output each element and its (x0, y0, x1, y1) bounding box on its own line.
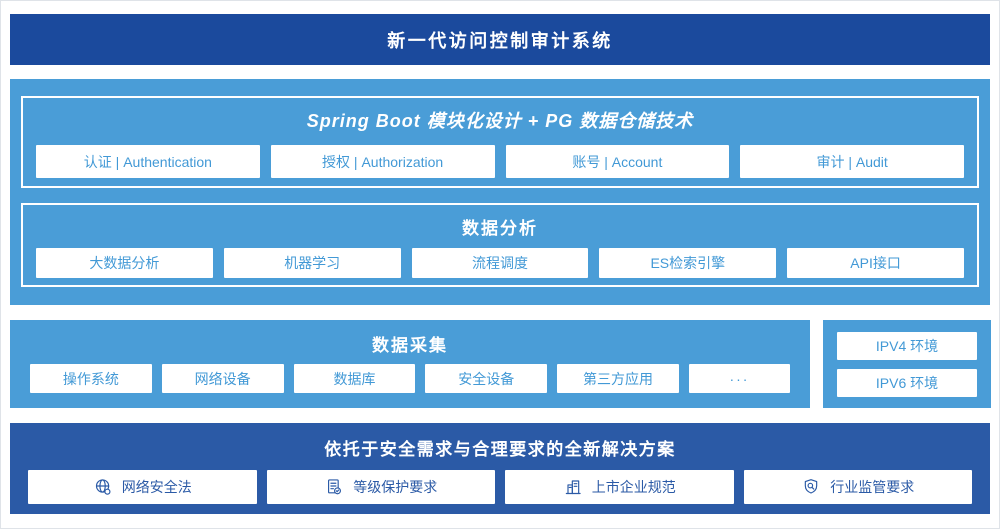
modules-row: 认证 | Authentication 授权 | Authorization 账… (23, 145, 977, 178)
page-title: 新一代访问控制审计系统 (10, 14, 990, 65)
solution-item-classified-protection: 等级保护要求 (266, 470, 495, 504)
source-more: ··· (688, 364, 790, 393)
source-database: 数据库 (293, 364, 416, 393)
analysis-group: 数据分析 大数据分析 机器学习 流程调度 ES检索引擎 API接口 (21, 203, 979, 287)
source-network-device: 网络设备 (161, 364, 284, 393)
solution-row: 网络安全法 等级保护要求 (10, 470, 990, 504)
module-audit: 审计 | Audit (740, 145, 964, 178)
collection-title: 数据采集 (372, 336, 448, 355)
solution-item-label: 行业监管要求 (830, 479, 915, 495)
analysis-workflow: 流程调度 (411, 248, 589, 278)
source-third-party: 第三方应用 (557, 364, 679, 393)
analysis-api: API接口 (787, 248, 964, 278)
solution-item-label: 等级保护要求 (353, 479, 438, 495)
collection-section: 数据采集 操作系统 网络设备 数据库 安全设备 第三方应用 ··· (10, 320, 810, 408)
module-authorization: 授权 | Authorization (270, 145, 495, 178)
solution-item-listed-company: 上市企业规范 (505, 470, 734, 504)
analysis-machine-learning: 机器学习 (223, 248, 401, 278)
platform-section: Spring Boot 模块化设计 + PG 数据仓储技术 认证 | Authe… (10, 79, 990, 305)
collection-row: 操作系统 网络设备 数据库 安全设备 第三方应用 ··· (10, 364, 810, 393)
source-os: 操作系统 (30, 364, 152, 393)
shield-search-icon (801, 477, 821, 497)
modules-title: Spring Boot 模块化设计 + PG 数据仓储技术 (306, 111, 694, 131)
analysis-title: 数据分析 (462, 219, 538, 238)
environment-panel: IPV4 环境 IPV6 环境 (823, 320, 991, 408)
source-security-device: 安全设备 (425, 364, 548, 393)
solution-item-label: 网络安全法 (121, 479, 192, 495)
module-authentication: 认证 | Authentication (36, 145, 260, 178)
analysis-bigdata: 大数据分析 (36, 248, 213, 278)
solution-item-industry-regulation: 行业监管要求 (743, 470, 972, 504)
solution-section: 依托于安全需求与合理要求的全新解决方案 网络安全法 (10, 423, 990, 514)
analysis-es-search: ES检索引擎 (599, 248, 777, 278)
solution-item-network-security-law: 网络安全法 (28, 470, 257, 504)
modules-group: Spring Boot 模块化设计 + PG 数据仓储技术 认证 | Authe… (21, 96, 979, 188)
env-ipv4: IPV4 环境 (837, 331, 977, 360)
module-account: 账号 | Account (505, 145, 730, 178)
document-check-icon (324, 477, 344, 497)
building-icon (563, 477, 583, 497)
solution-item-label: 上市企业规范 (591, 479, 676, 495)
env-ipv6: IPV6 环境 (837, 368, 977, 397)
analysis-row: 大数据分析 机器学习 流程调度 ES检索引擎 API接口 (23, 248, 977, 278)
globe-icon (93, 477, 113, 497)
solution-title: 依托于安全需求与合理要求的全新解决方案 (324, 440, 676, 459)
